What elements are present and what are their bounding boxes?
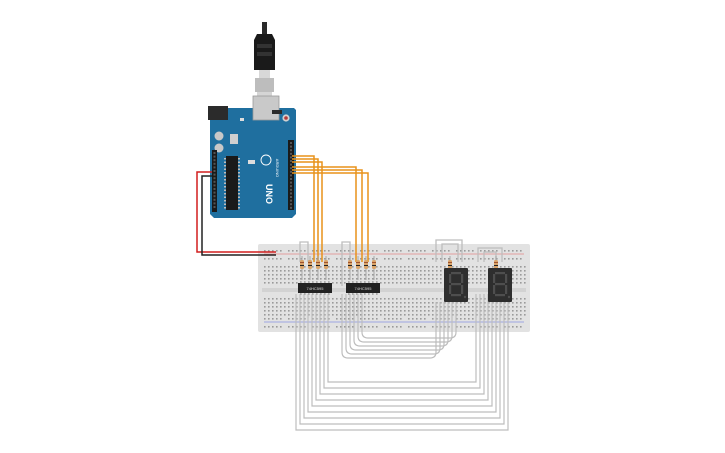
- capacitor-1: [214, 131, 224, 141]
- seven-segment-display-1[interactable]: 8: [444, 268, 468, 302]
- usb-cable[interactable]: [254, 22, 275, 98]
- board-brand-label: ARDUINO: [275, 159, 280, 177]
- usb-port: [252, 95, 280, 121]
- seven-segment-display-2[interactable]: 8: [488, 268, 512, 302]
- resistor-array[interactable]: [300, 256, 498, 280]
- data-wires[interactable]: [292, 155, 369, 262]
- shift-register-2[interactable]: 74HC595: [346, 281, 380, 295]
- display-wires[interactable]: [295, 294, 509, 431]
- segment-wires[interactable]: [299, 239, 503, 286]
- power-wires[interactable]: [196, 171, 276, 256]
- microcontroller-chip: [226, 156, 238, 210]
- shift-register-1-label: 74HC595: [307, 286, 325, 291]
- arduino-uno-board[interactable]: UNO ARDUINO: [208, 95, 296, 218]
- header-power: [212, 150, 217, 212]
- header-digital: [288, 140, 294, 210]
- shift-register-2-label: 74HC595: [355, 286, 373, 291]
- ground-wire[interactable]: [201, 175, 276, 256]
- board-model-label: UNO: [264, 184, 274, 204]
- power-jack: [208, 106, 228, 120]
- shift-register-1[interactable]: 74HC595: [298, 281, 332, 295]
- infinity-logo: [260, 154, 272, 166]
- power-wire[interactable]: [196, 171, 276, 253]
